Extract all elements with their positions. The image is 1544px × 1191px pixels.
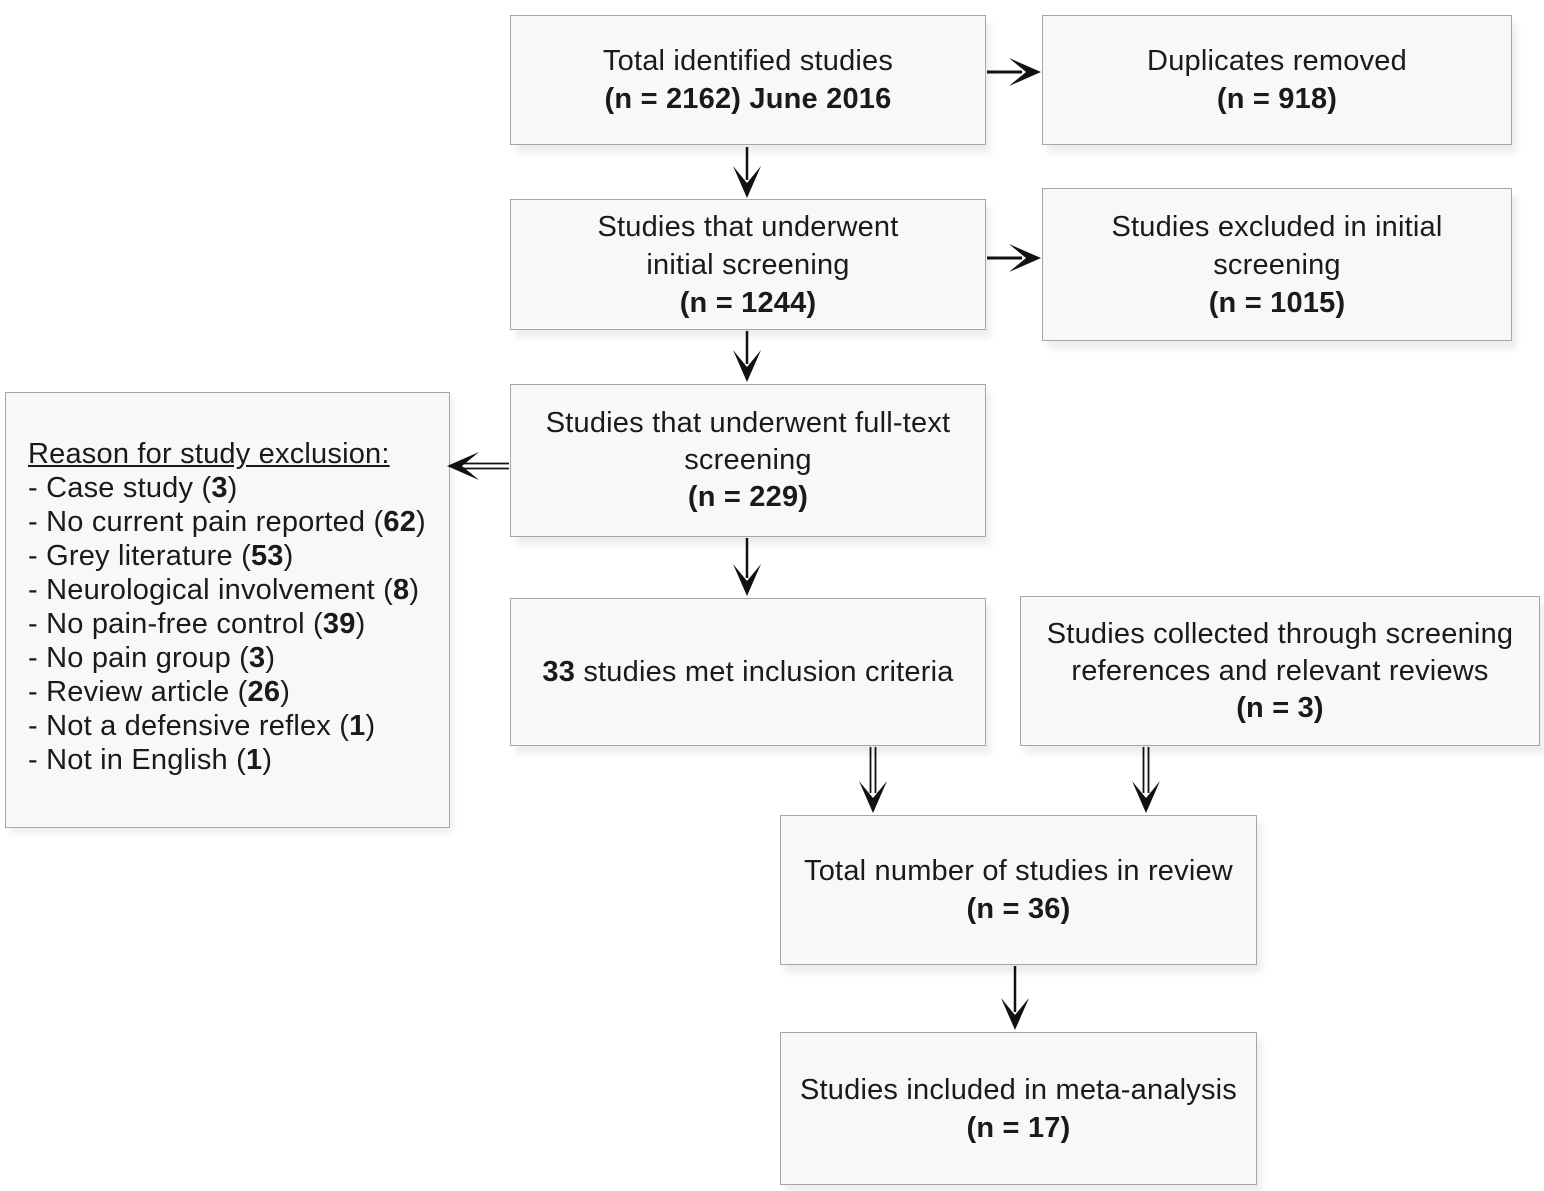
box-text-line: Studies included in meta-analysis bbox=[800, 1073, 1237, 1106]
exclusion-item: - No current pain reported (62) bbox=[28, 505, 426, 539]
box-text-line: screening bbox=[684, 444, 812, 476]
exclusion-item: - Grey literature (53) bbox=[28, 539, 426, 573]
box-text-line: Total number of studies in review bbox=[804, 855, 1233, 887]
exclusion-item-text: ) bbox=[227, 472, 238, 504]
arrow-right-initial-to-excluded bbox=[987, 244, 1041, 272]
exclusion-item: - Review article (26) bbox=[28, 675, 426, 709]
exclusion-item: - Case study (3) bbox=[28, 471, 426, 505]
exclusion-item-text: - Review article ( bbox=[28, 676, 248, 708]
exclusion-item: - Not a defensive reflex (1) bbox=[28, 709, 426, 743]
box-excluded-initial-screening: Studies excluded in initial screening (n… bbox=[1042, 188, 1512, 341]
arrow-down-fulltext-to-inclusion bbox=[733, 538, 761, 596]
box-text-line: screening bbox=[1213, 248, 1341, 281]
box-text-line: initial screening bbox=[646, 248, 850, 281]
box-count-line: (n = 1244) bbox=[679, 286, 817, 319]
exclusion-list: - Case study (3) - No current pain repor… bbox=[28, 471, 426, 777]
exclusion-reasons-title: Reason for study exclusion: bbox=[28, 438, 390, 470]
exclusion-item-count: 26 bbox=[247, 676, 281, 708]
arrow-left-fulltext-to-exclusion-reasons bbox=[447, 452, 509, 480]
exclusion-item-text: - Not a defensive reflex ( bbox=[28, 710, 350, 742]
box-text-line: Studies excluded in initial bbox=[1111, 210, 1443, 243]
exclusion-item-text: ) bbox=[416, 506, 426, 538]
arrow-right-identified-to-duplicates bbox=[987, 58, 1041, 86]
exclusion-item-text: ) bbox=[355, 608, 366, 640]
box-text-line: Studies collected through screening bbox=[1046, 617, 1514, 650]
arrow-down-total-review-to-meta bbox=[1001, 966, 1029, 1030]
box-text-line: Duplicates removed bbox=[1147, 45, 1407, 77]
inclusion-count: 33 bbox=[542, 656, 576, 688]
exclusion-item-count: 39 bbox=[322, 608, 356, 640]
exclusion-item-text: ) bbox=[365, 710, 376, 742]
box-text-line: Studies that underwent full-text bbox=[545, 407, 951, 439]
exclusion-item: - No pain group (3) bbox=[28, 641, 426, 675]
box-meta-analysis: Studies included in meta-analysis (n = 1… bbox=[780, 1032, 1257, 1185]
exclusion-item-text: - No current pain reported ( bbox=[28, 506, 384, 538]
exclusion-item: - No pain-free control (39) bbox=[28, 607, 426, 641]
exclusion-item-text: ) bbox=[265, 642, 276, 674]
exclusion-item: - Not in English (1) bbox=[28, 743, 426, 777]
exclusion-item-count: 3 bbox=[211, 472, 228, 504]
exclusion-item-count: 8 bbox=[393, 574, 410, 606]
box-count-line: (n = 2162) June 2016 bbox=[604, 83, 892, 115]
exclusion-item: - Neurological involvement (8) bbox=[28, 573, 426, 607]
arrow-down-initial-to-fulltext bbox=[733, 331, 761, 382]
box-text-line: Studies that underwent bbox=[597, 210, 899, 243]
exclusion-item-count: 1 bbox=[349, 710, 366, 742]
exclusion-item-text: ) bbox=[283, 540, 294, 572]
exclusion-item-text: - Neurological involvement ( bbox=[28, 574, 394, 606]
inclusion-text: studies met inclusion criteria bbox=[575, 656, 954, 688]
exclusion-item-text: - No pain-free control ( bbox=[28, 608, 323, 640]
exclusion-item-text: - No pain group ( bbox=[28, 642, 250, 674]
arrow-down-identified-to-initial bbox=[733, 147, 761, 198]
box-text-line: 33 studies met inclusion criteria bbox=[542, 653, 953, 691]
exclusion-item-text: - Not in English ( bbox=[28, 744, 246, 776]
box-count-line: (n = 17) bbox=[966, 1111, 1071, 1144]
box-references-reviews: Studies collected through screening refe… bbox=[1020, 596, 1540, 746]
arrow-down-references-to-total-review bbox=[1132, 747, 1160, 813]
box-total-studies-in-review: Total number of studies in review (n = 3… bbox=[780, 815, 1257, 965]
exclusion-item-count: 53 bbox=[250, 540, 284, 572]
box-count-line: (n = 1015) bbox=[1208, 286, 1346, 319]
exclusion-item-count: 3 bbox=[249, 642, 266, 674]
box-count-line: (n = 229) bbox=[687, 481, 809, 513]
box-initial-screening: Studies that underwent initial screening… bbox=[510, 199, 986, 330]
box-fulltext-screening: Studies that underwent full-text screeni… bbox=[510, 384, 986, 537]
box-exclusion-reasons: Reason for study exclusion: - Case study… bbox=[5, 392, 450, 828]
exclusion-item-text: ) bbox=[280, 676, 291, 708]
box-text-line: references and relevant reviews bbox=[1071, 654, 1489, 687]
exclusion-item-text: - Case study ( bbox=[28, 472, 212, 504]
exclusion-item-text: - Grey literature ( bbox=[28, 540, 251, 572]
exclusion-item-text: ) bbox=[409, 574, 420, 606]
arrow-down-inclusion-to-total-review bbox=[859, 747, 887, 813]
exclusion-item-count: 1 bbox=[245, 744, 263, 776]
box-total-identified-studies: Total identified studies (n = 2162) June… bbox=[510, 15, 986, 145]
box-count-line: (n = 918) bbox=[1216, 83, 1338, 115]
box-count-line: (n = 3) bbox=[1236, 691, 1324, 724]
box-duplicates-removed: Duplicates removed (n = 918) bbox=[1042, 15, 1512, 145]
box-met-inclusion-criteria: 33 studies met inclusion criteria bbox=[510, 598, 986, 746]
exclusion-item-count: 62 bbox=[383, 506, 417, 538]
box-text-line: Total identified studies bbox=[602, 45, 894, 77]
exclusion-item-text: ) bbox=[262, 744, 273, 776]
box-count-line: (n = 36) bbox=[966, 893, 1071, 925]
